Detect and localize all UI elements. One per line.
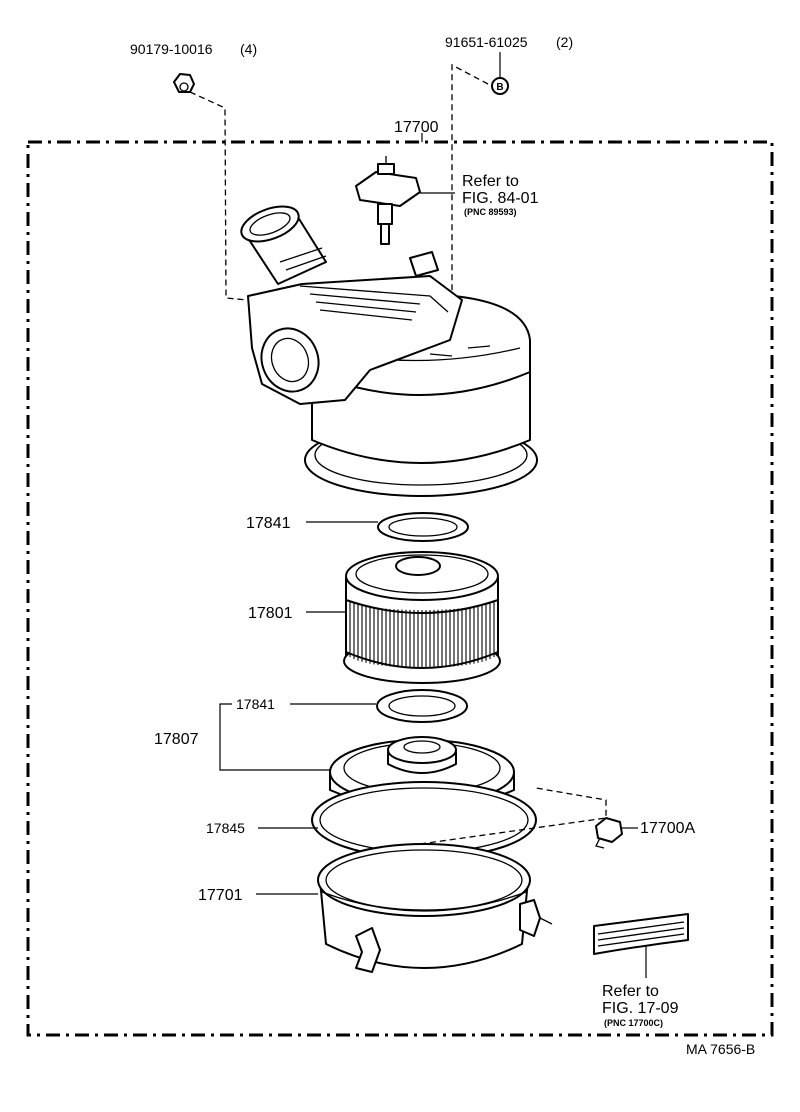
bolt-dash-line bbox=[189, 91, 249, 301]
cover-part-no: 17807 bbox=[154, 731, 199, 748]
gasket-lower-part-no: 17841 bbox=[236, 696, 275, 712]
clamp-part-no: 17700A bbox=[640, 820, 695, 837]
filter-element-part-no: 17801 bbox=[248, 605, 293, 622]
bolt-90179 bbox=[173, 73, 195, 93]
air-cleaner-cap bbox=[240, 205, 538, 497]
clip-b-91651: B bbox=[491, 77, 509, 95]
label-card-part bbox=[593, 913, 689, 978]
case-part-no: 17701 bbox=[198, 887, 243, 904]
bolt-part-no: 90179-10016 bbox=[130, 41, 213, 57]
clip-part-no: 91651-61025 bbox=[445, 34, 528, 50]
seal-ring-part bbox=[311, 781, 537, 859]
assembly-part-no: 17700 bbox=[394, 119, 439, 136]
case-part bbox=[317, 843, 553, 973]
gasket-lower-part bbox=[376, 689, 468, 723]
clip-dash-line bbox=[451, 63, 489, 292]
gasket-upper-part bbox=[377, 512, 469, 542]
gasket-upper-part-no: 17841 bbox=[246, 515, 291, 532]
ref-sensor-line1: Refer to bbox=[462, 173, 519, 190]
ref-sensor-line3: (PNC 89593) bbox=[464, 207, 517, 217]
drawing-code: MA 7656-B bbox=[686, 1041, 755, 1057]
bracket-17807 bbox=[219, 703, 330, 771]
filter-element-part bbox=[343, 551, 501, 684]
sensor-part bbox=[355, 156, 455, 245]
assembly-frame bbox=[26, 140, 774, 1037]
clip-b-marker: B bbox=[496, 82, 503, 93]
seal-ring-part-no: 17845 bbox=[206, 820, 245, 836]
ref-label-line1: Refer to bbox=[602, 983, 659, 1000]
ref-label-line2: FIG. 17-09 bbox=[602, 1000, 679, 1017]
filter-pleats bbox=[349, 601, 495, 668]
ref-sensor-line2: FIG. 84-01 bbox=[462, 190, 539, 207]
clamp-dash-line bbox=[419, 787, 607, 845]
clamp-part bbox=[595, 817, 638, 849]
bolt-qty: (4) bbox=[240, 41, 257, 57]
clip-qty: (2) bbox=[556, 34, 573, 50]
ref-label-line3: (PNC 17700C) bbox=[604, 1018, 663, 1028]
